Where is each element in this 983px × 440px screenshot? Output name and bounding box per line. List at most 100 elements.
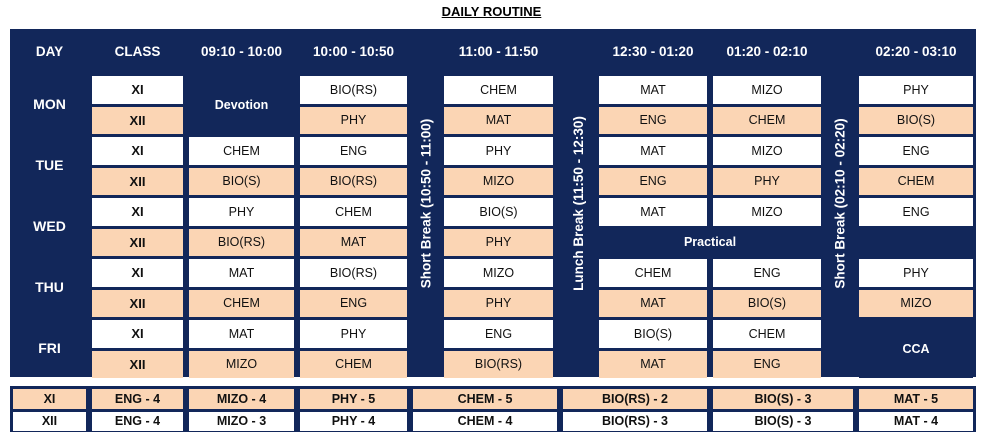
subject-cell: CHEM [300,198,407,226]
column-header: 09:10 - 10:00 [200,43,283,59]
subject-cell: PHY [444,289,553,317]
summary-count-cell: ENG - 4 [92,389,183,409]
subject-cell: CHEM [444,76,553,104]
break-label: Lunch Break (11:50 - 12:30) [570,115,586,291]
subject-cell: ENG [599,167,707,195]
devotion-cell: Devotion [189,76,294,134]
subject-cell: BIO(RS) [444,350,553,378]
subject-cell: BIO(S) [713,289,821,317]
subject-cell: CHEM [300,350,407,378]
subject-cell: BIO(RS) [300,167,407,195]
day-label: THU [35,278,64,295]
subject-cell: MIZO [189,350,294,378]
column-header: 10:00 - 10:50 [312,43,395,59]
class-label: XI [92,259,183,287]
class-label: XI [92,320,183,348]
subject-cell: BIO(RS) [300,76,407,104]
subject-cell: CHEM [713,320,821,348]
subject-cell: CHEM [713,106,821,134]
break-column: Short Break (02:10 - 02:20) [825,29,856,377]
subject-cell: MIZO [859,289,973,317]
summary-count-cell: MIZO - 3 [189,411,294,431]
subject-cell: MIZO [713,76,821,104]
subject-cell: MIZO [713,137,821,165]
break-column: Short Break (10:50 - 11:00) [410,29,441,377]
subject-cell: PHY [859,76,973,104]
subject-cell: PHY [444,137,553,165]
subject-cell: CHEM [859,167,973,195]
subject-cell: PHY [300,320,407,348]
summary-count-cell: PHY - 5 [300,389,407,409]
subject-cell: BIO(RS) [300,259,407,287]
practical-cell: Practical [599,228,821,256]
subject-cell: MAT [599,137,707,165]
subject-cell: MAT [444,106,553,134]
subject-cell: CHEM [189,289,294,317]
subject-cell: ENG [713,350,821,378]
summary-count-cell: BIO(RS) - 3 [563,411,707,431]
subject-cell: PHY [189,198,294,226]
day-label: MON [33,95,66,112]
break-label: Short Break (02:10 - 02:20) [833,117,849,289]
subject-cell: MAT [599,289,707,317]
day-label: WED [33,217,66,234]
summary-count-cell: BIO(S) - 3 [713,411,853,431]
subject-cell: CHEM [599,259,707,287]
subject-cell: ENG [444,320,553,348]
subject-cell: MIZO [713,198,821,226]
subject-cell: PHY [300,106,407,134]
class-label: XII [92,350,183,378]
subject-cell: ENG [300,137,407,165]
subject-cell: CHEM [189,137,294,165]
empty-cell [859,228,973,256]
column-header: CLASS [114,43,161,59]
subject-cell: MIZO [444,167,553,195]
subject-cell: MAT [599,76,707,104]
column-header: DAY [35,43,64,59]
summary-count-cell: BIO(RS) - 2 [563,389,707,409]
subject-cell: ENG [713,259,821,287]
day-label: TUE [35,156,64,173]
class-label: XII [92,106,183,134]
subject-cell: PHY [713,167,821,195]
summary-count-cell: MIZO - 4 [189,389,294,409]
subject-cell: ENG [300,289,407,317]
subject-cell: ENG [599,106,707,134]
column-header: 12:30 - 01:20 [612,43,694,59]
summary-class-label: XI [13,389,86,409]
class-label: XI [92,76,183,104]
break-column: Lunch Break (11:50 - 12:30) [560,29,596,377]
subject-cell: MAT [300,228,407,256]
subject-cell: ENG [859,137,973,165]
subject-cell: BIO(S) [189,167,294,195]
column-header: 01:20 - 02:10 [726,43,808,59]
summary-count-cell: PHY - 4 [300,411,407,431]
summary-count-cell: MAT - 5 [859,389,973,409]
subject-cell: BIO(S) [599,320,707,348]
cca-cell: CCA [859,320,973,378]
summary-count-cell: CHEM - 5 [413,389,557,409]
column-header: 11:00 - 11:50 [458,43,539,59]
subject-cell: BIO(RS) [189,228,294,256]
day-label: FRI [38,339,61,356]
column-header: 02:20 - 03:10 [875,43,957,59]
subject-cell: MAT [599,350,707,378]
summary-count-cell: ENG - 4 [92,411,183,431]
summary-class-label: XII [13,411,86,431]
subject-cell: PHY [444,228,553,256]
subject-cell: BIO(S) [444,198,553,226]
subject-cell: BIO(S) [859,106,973,134]
class-label: XII [92,228,183,256]
subject-cell: MAT [189,259,294,287]
break-label: Short Break (10:50 - 11:00) [418,118,434,288]
subject-cell: ENG [859,198,973,226]
class-label: XII [92,289,183,317]
subject-cell: PHY [859,259,973,287]
summary-count-cell: BIO(S) - 3 [713,389,853,409]
summary-count-cell: CHEM - 4 [413,411,557,431]
class-label: XI [92,137,183,165]
class-label: XI [92,198,183,226]
subject-cell: MAT [599,198,707,226]
page-title: DAILY ROUTINE [441,4,542,19]
subject-cell: MAT [189,320,294,348]
